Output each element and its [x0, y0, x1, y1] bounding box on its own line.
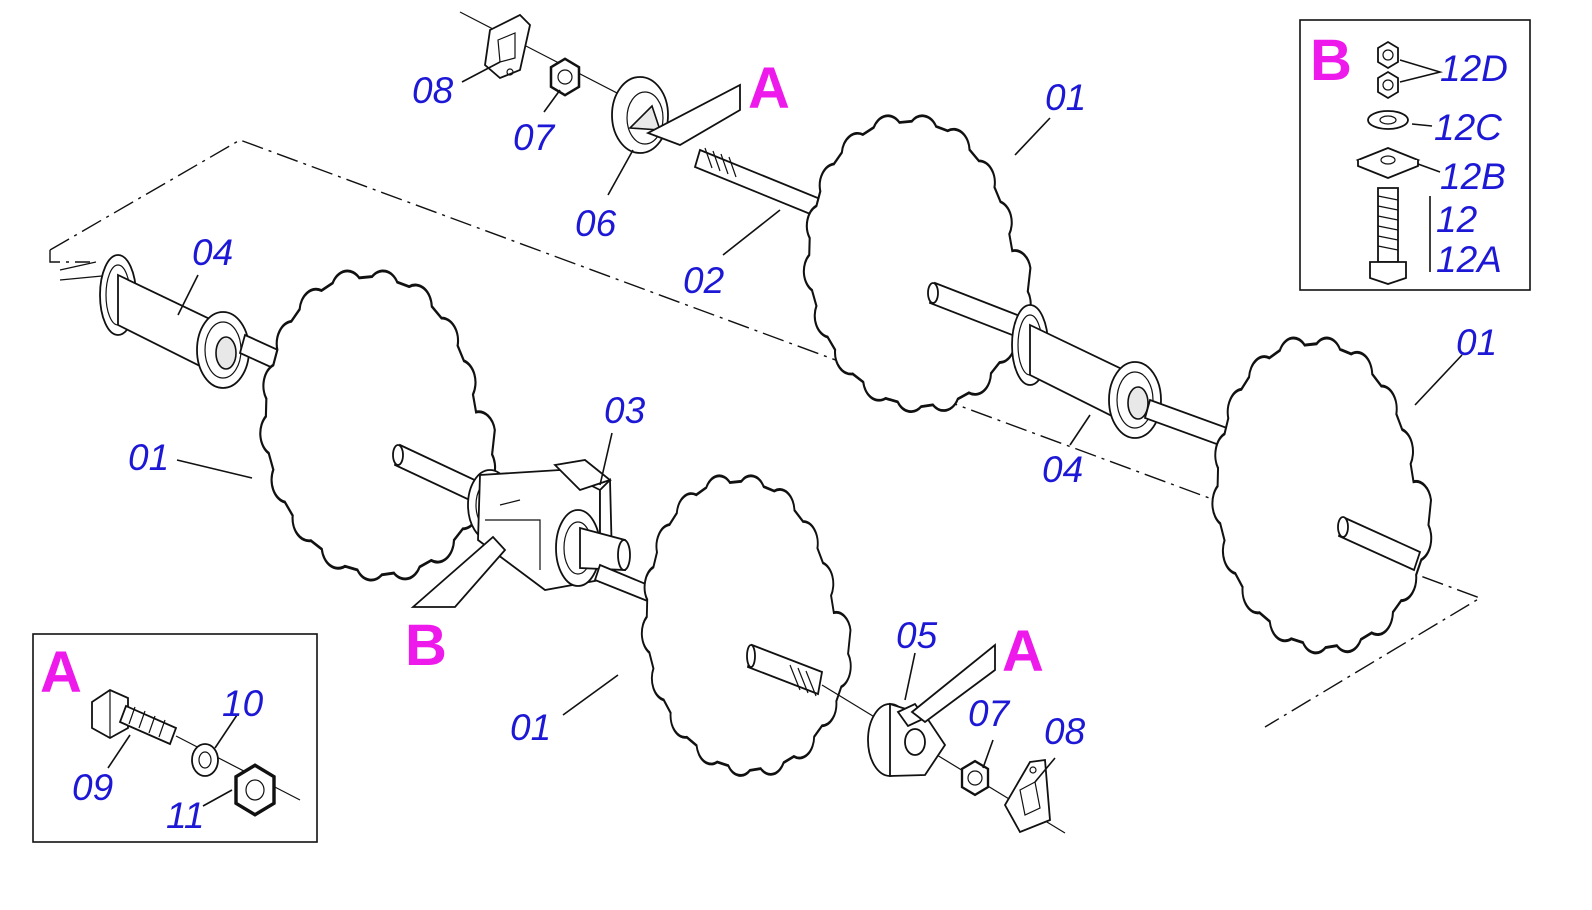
leader-lines [176, 61, 1463, 783]
callout-bottom-05: 05 [896, 615, 938, 656]
detail-b-label-nuts: 12D [1440, 48, 1508, 89]
callout-bearing-03: 03 [604, 390, 646, 431]
callout-bottom-08: 08 [1044, 711, 1086, 752]
callout-top-07: 07 [513, 117, 556, 158]
detail-b-label-washer: 12C [1434, 107, 1502, 148]
detail-b-label-bolt: 12 [1436, 199, 1478, 240]
callout-top-01: 01 [1045, 77, 1086, 118]
callout-bottom-01: 01 [510, 707, 551, 748]
callout-left-01: 01 [128, 437, 169, 478]
detail-b-title: B [1310, 28, 1352, 93]
callout-left-04: 04 [192, 232, 233, 273]
right-disc-blade [1210, 336, 1433, 655]
left-hub-spool [59, 254, 302, 389]
detail-a-title: A [40, 640, 82, 705]
detail-a-label-washer: 10 [222, 683, 264, 724]
detail-b-label-plate: 12B [1440, 156, 1506, 197]
callout-right-01: 01 [1456, 322, 1497, 363]
top-disc-blade [802, 114, 1033, 413]
bearing-assembly [467, 459, 662, 606]
detail-marker-a-bottom: A [1002, 619, 1044, 684]
detail-b-label-bolt-alt: 12A [1436, 239, 1502, 280]
detail-marker-b-bearing: B [405, 613, 447, 678]
callout-bottom-07: 07 [968, 693, 1011, 734]
callout-top-06: 06 [575, 203, 617, 244]
callout-labels: 08 07 06 A 01 02 04 01 03 01 04 B 01 05 … [128, 56, 1497, 752]
callout-right-04: 04 [1042, 449, 1083, 490]
detail-marker-a-top: A [748, 56, 790, 121]
detail-arrows [410, 83, 996, 724]
detail-a-label-nut: 11 [166, 795, 204, 836]
detail-a-label-bolt: 09 [72, 767, 113, 808]
callout-shaft-02: 02 [683, 260, 725, 301]
detail-b-box: B 12D 12C 12B 12 12A [1299, 19, 1531, 291]
top-flange-assembly [459, 11, 837, 224]
detail-a-box: A 09 10 11 [32, 633, 318, 843]
callout-top-08: 08 [412, 70, 454, 111]
